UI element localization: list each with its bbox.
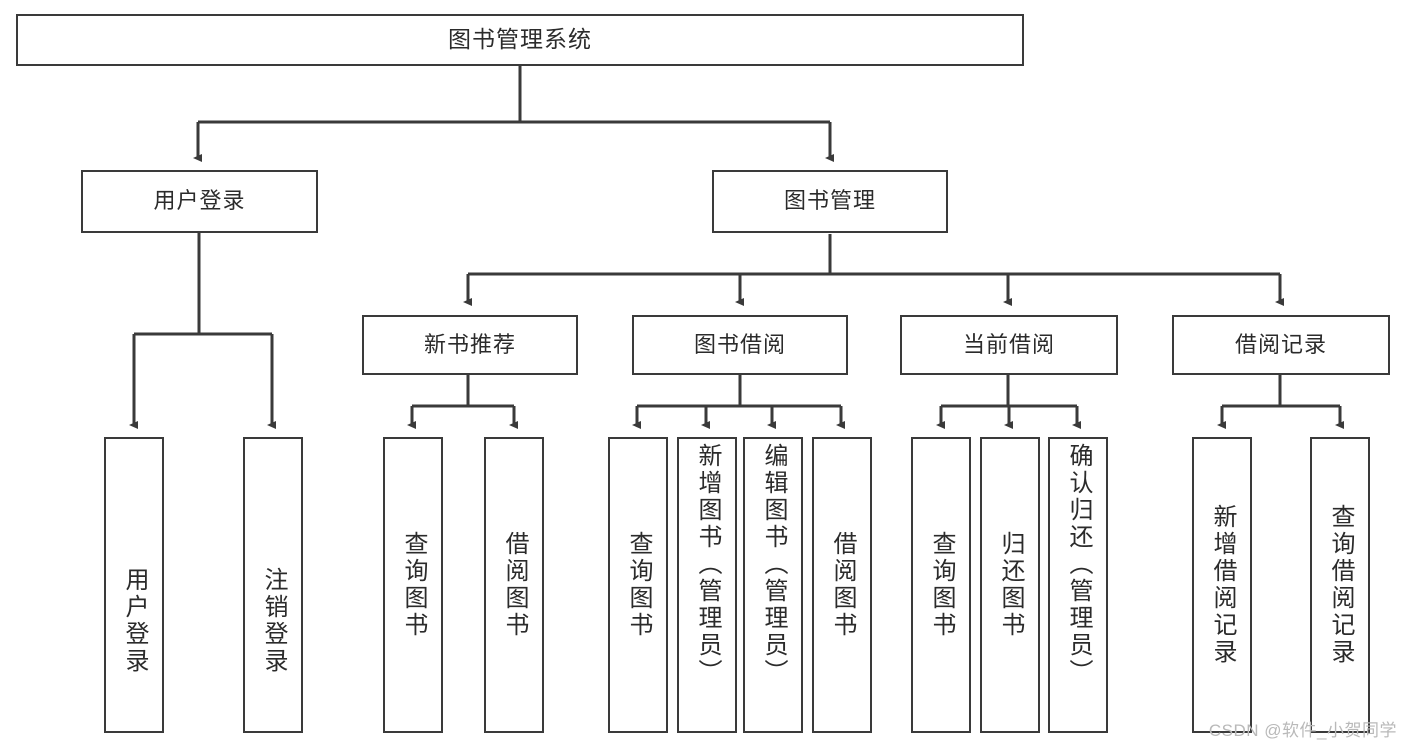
node-book-manage[interactable]: 图书管理 — [712, 170, 948, 233]
node-leaf-user-login-label: 用户登录 — [120, 567, 148, 675]
node-leaf-borrow-book-1[interactable]: 借阅图书 — [484, 437, 544, 733]
node-leaf-query-book-3-label: 查询图书 — [927, 531, 955, 639]
node-leaf-query-book-1-label: 查询图书 — [399, 531, 427, 639]
node-leaf-borrow-book-1-label: 借阅图书 — [500, 531, 528, 639]
node-new-book-recommend[interactable]: 新书推荐 — [362, 315, 578, 375]
node-borrow-record[interactable]: 借阅记录 — [1172, 315, 1390, 375]
node-leaf-edit-book-label: 编辑图书（管理员） — [759, 443, 787, 686]
node-leaf-add-book[interactable]: 新增图书（管理员） — [677, 437, 737, 733]
node-leaf-query-book-2-label: 查询图书 — [624, 531, 652, 639]
node-leaf-query-book-1[interactable]: 查询图书 — [383, 437, 443, 733]
node-leaf-query-record-label: 查询借阅记录 — [1326, 504, 1354, 666]
node-leaf-user-login[interactable]: 用户登录 — [104, 437, 164, 733]
node-user-login-label: 用户登录 — [153, 188, 246, 214]
node-current-borrow[interactable]: 当前借阅 — [900, 315, 1118, 375]
node-root-label: 图书管理系统 — [448, 26, 592, 53]
node-leaf-edit-book[interactable]: 编辑图书（管理员） — [743, 437, 803, 733]
node-book-manage-label: 图书管理 — [783, 188, 876, 214]
node-root[interactable]: 图书管理系统 — [16, 14, 1024, 66]
node-leaf-borrow-book-2-label: 借阅图书 — [828, 531, 856, 639]
node-leaf-return-book-label: 归还图书 — [996, 531, 1024, 639]
node-leaf-confirm-return-label: 确认归还（管理员） — [1064, 443, 1092, 686]
node-current-borrow-label: 当前借阅 — [962, 331, 1055, 357]
node-new-book-recommend-label: 新书推荐 — [423, 331, 516, 357]
node-leaf-query-book-2[interactable]: 查询图书 — [608, 437, 668, 733]
node-leaf-add-record[interactable]: 新增借阅记录 — [1192, 437, 1252, 733]
node-leaf-query-record[interactable]: 查询借阅记录 — [1310, 437, 1370, 733]
node-leaf-confirm-return[interactable]: 确认归还（管理员） — [1048, 437, 1108, 733]
node-leaf-logout-login-label: 注销登录 — [259, 567, 287, 675]
node-leaf-logout-login[interactable]: 注销登录 — [243, 437, 303, 733]
node-leaf-add-record-label: 新增借阅记录 — [1208, 504, 1236, 666]
watermark: CSDN @软件_小贺同学 — [1208, 721, 1397, 740]
node-leaf-return-book[interactable]: 归还图书 — [980, 437, 1040, 733]
node-leaf-borrow-book-2[interactable]: 借阅图书 — [812, 437, 872, 733]
node-borrow-record-label: 借阅记录 — [1234, 331, 1327, 357]
node-user-login[interactable]: 用户登录 — [81, 170, 318, 233]
node-book-borrow[interactable]: 图书借阅 — [632, 315, 848, 375]
node-book-borrow-label: 图书借阅 — [693, 331, 786, 357]
node-leaf-query-book-3[interactable]: 查询图书 — [911, 437, 971, 733]
node-leaf-add-book-label: 新增图书（管理员） — [693, 443, 721, 686]
